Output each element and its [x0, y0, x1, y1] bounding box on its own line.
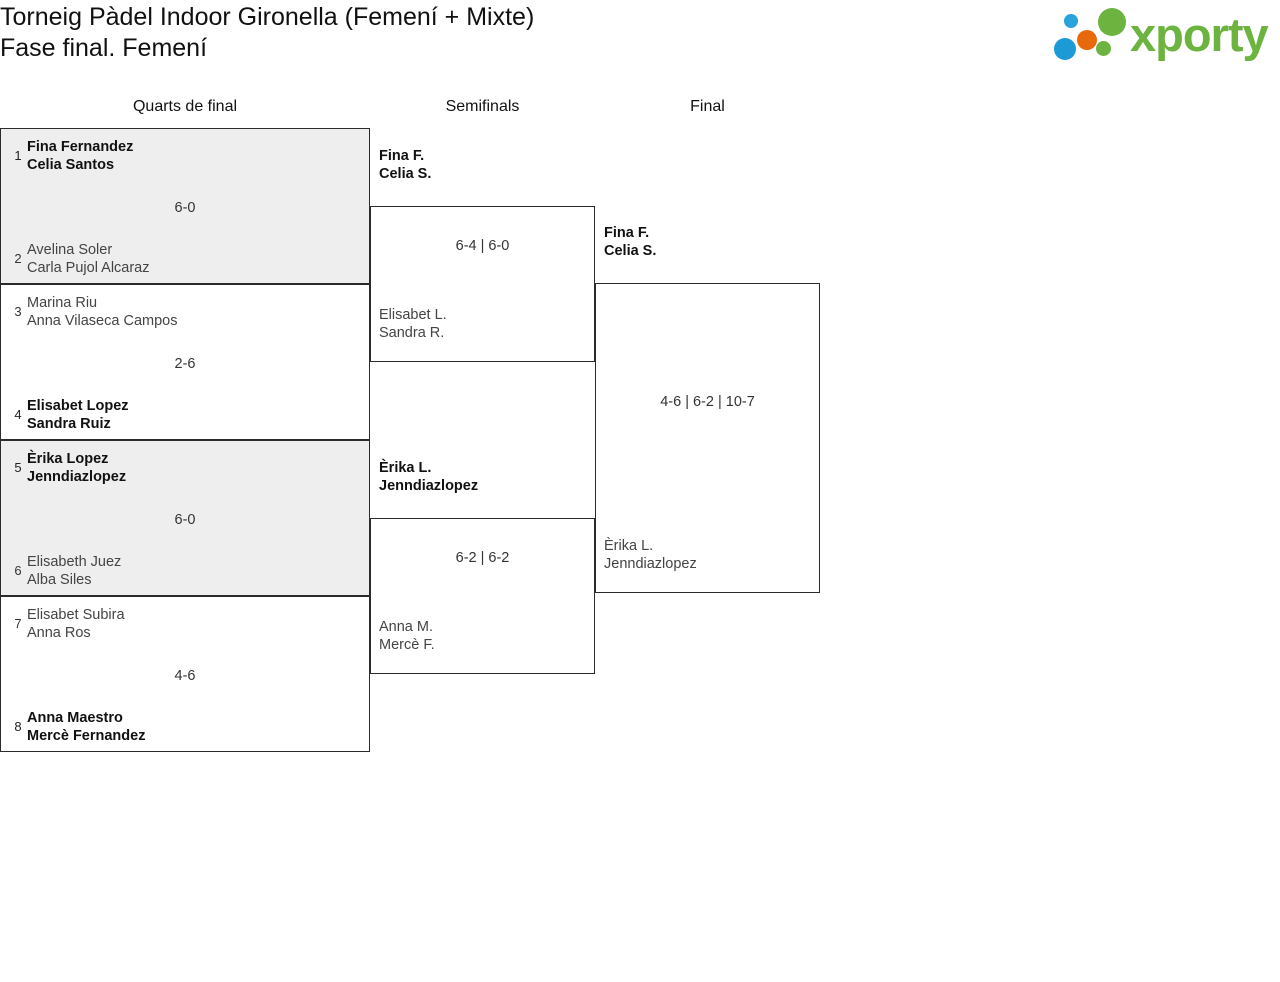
- player-name-2: Celia S.: [379, 166, 432, 182]
- team-names: Elisabet Subira Anna Ros: [27, 606, 125, 642]
- seed-number: 3: [14, 304, 22, 319]
- seed-number: 4: [14, 407, 22, 422]
- match-team-bottom[interactable]: 2 Avelina Soler Carla Pujol Alcaraz: [1, 241, 369, 277]
- player-name-2: Sandra R.: [379, 325, 445, 341]
- team-names: Èrika L. Jenndiazlopez: [604, 537, 697, 573]
- round-heading-quarterfinals: Quarts de final: [132, 98, 238, 115]
- player-name-1: Anna Maestro: [27, 710, 123, 726]
- match-team-top[interactable]: Fina F. Celia S.: [596, 224, 819, 260]
- match-semifinal-1[interactable]: Fina F. Celia S. 6-4 | 6-0 Elisabet L. S…: [370, 148, 595, 362]
- team-names: Fina F. Celia S.: [379, 147, 431, 183]
- team-names: Fina F. Celia S.: [604, 224, 656, 260]
- dot-blue-small-icon: [1064, 14, 1078, 28]
- match-team-top[interactable]: 1 Fina Fernandez Celia Santos: [1, 138, 369, 174]
- team-names: Fina Fernandez Celia Santos: [27, 138, 133, 174]
- team-names: Anna M. Mercè F.: [379, 618, 435, 654]
- seed-number: 6: [14, 563, 22, 578]
- player-name-1: Elisabet Subira: [27, 607, 125, 623]
- match-score: 6-4 | 6-0: [455, 238, 510, 254]
- match-score: 6-0: [174, 200, 196, 216]
- seed-number: 1: [14, 148, 22, 163]
- match-score: 4-6: [174, 668, 196, 684]
- team-names: Èrika L. Jenndiazlopez: [379, 459, 478, 495]
- player-name-1: Fina F.: [604, 225, 650, 241]
- player-name-1: Èrika L.: [379, 460, 432, 476]
- match-quarterfinal-2[interactable]: 3 Marina Riu Anna Vilaseca Campos 2-6 4 …: [0, 284, 370, 440]
- player-name-2: Celia S.: [604, 243, 657, 259]
- match-team-bottom[interactable]: Elisabet L. Sandra R.: [371, 306, 594, 342]
- match-score: 4-6 | 6-2 | 10-7: [660, 394, 755, 410]
- team-names: Elisabet Lopez Sandra Ruiz: [27, 397, 129, 433]
- tournament-title-line-2: Fase final. Femení: [0, 34, 208, 62]
- dot-orange-icon: [1077, 30, 1097, 50]
- player-name-1: Elisabet L.: [379, 307, 447, 323]
- team-names: Marina Riu Anna Vilaseca Campos: [27, 294, 177, 330]
- match-quarterfinal-4[interactable]: 7 Elisabet Subira Anna Ros 4-6 8 Anna Ma…: [0, 596, 370, 752]
- page-header: Torneig Pàdel Indoor Gironella (Femení +…: [0, 0, 1280, 90]
- match-final[interactable]: Fina F. Celia S. 4-6 | 6-2 | 10-7 Èrika …: [595, 225, 820, 593]
- player-name-2: Carla Pujol Alcaraz: [27, 260, 150, 276]
- match-team-top[interactable]: 7 Elisabet Subira Anna Ros: [1, 606, 369, 642]
- player-name-1: Avelina Soler: [27, 242, 113, 258]
- player-name-2: Celia Santos: [27, 157, 115, 173]
- team-names: Avelina Soler Carla Pujol Alcaraz: [27, 241, 150, 277]
- match-semifinal-2[interactable]: Èrika L. Jenndiazlopez 6-2 | 6-2 Anna M.…: [370, 460, 595, 674]
- player-name-1: Fina F.: [379, 148, 425, 164]
- match-team-top[interactable]: 3 Marina Riu Anna Vilaseca Campos: [1, 294, 369, 330]
- player-name-1: Èrika L.: [604, 538, 654, 554]
- player-name-2: Jenndiazlopez: [604, 556, 697, 572]
- match-team-top[interactable]: Èrika L. Jenndiazlopez: [371, 459, 594, 495]
- team-names: Èrika Lopez Jenndiazlopez: [27, 450, 126, 486]
- match-team-bottom[interactable]: 8 Anna Maestro Mercè Fernandez: [1, 709, 369, 745]
- player-name-2: Anna Vilaseca Campos: [27, 313, 178, 329]
- round-heading-semifinals: Semifinals: [445, 98, 520, 115]
- player-name-2: Alba Siles: [27, 572, 92, 588]
- team-names: Elisabeth Juez Alba Siles: [27, 553, 121, 589]
- match-team-bottom[interactable]: Èrika L. Jenndiazlopez: [596, 537, 819, 573]
- tournament-title-line-1: Torneig Pàdel Indoor Gironella (Femení +…: [0, 3, 535, 31]
- logo-wordmark: xporty: [1130, 8, 1269, 61]
- player-name-1: Anna M.: [379, 619, 433, 635]
- match-team-top[interactable]: Fina F. Celia S.: [371, 147, 594, 183]
- match-quarterfinal-1[interactable]: 1 Fina Fernandez Celia Santos 6-0 2 Avel…: [0, 128, 370, 284]
- seed-number: 2: [14, 251, 22, 266]
- tournament-title: Torneig Pàdel Indoor Gironella (Femení +…: [0, 2, 900, 64]
- player-name-2: Sandra Ruiz: [27, 416, 111, 432]
- team-names: Anna Maestro Mercè Fernandez: [27, 709, 145, 745]
- logo-dots-icon: [1052, 8, 1130, 62]
- xporty-logo[interactable]: xporty: [1046, 6, 1274, 64]
- player-name-2: Mercè F.: [379, 637, 435, 653]
- player-name-1: Fina Fernandez: [27, 139, 134, 155]
- round-heading-final: Final: [690, 98, 725, 115]
- dot-green-small-icon: [1096, 41, 1111, 56]
- player-name-1: Elisabeth Juez: [27, 554, 122, 570]
- player-name-2: Anna Ros: [27, 625, 91, 641]
- player-name-2: Jenndiazlopez: [379, 478, 479, 494]
- team-names: Elisabet L. Sandra R.: [379, 306, 447, 342]
- match-team-bottom[interactable]: 4 Elisabet Lopez Sandra Ruiz: [1, 397, 369, 433]
- player-name-1: Elisabet Lopez: [27, 398, 129, 414]
- match-quarterfinal-3[interactable]: 5 Èrika Lopez Jenndiazlopez 6-0 6 Elisab…: [0, 440, 370, 596]
- dot-green-large-icon: [1098, 8, 1126, 36]
- match-team-bottom[interactable]: Anna M. Mercè F.: [371, 618, 594, 654]
- match-team-bottom[interactable]: 6 Elisabeth Juez Alba Siles: [1, 553, 369, 589]
- match-score: 6-0: [174, 512, 196, 528]
- seed-number: 5: [14, 460, 22, 475]
- match-score: 6-2 | 6-2: [455, 550, 510, 566]
- player-name-2: Mercè Fernandez: [27, 728, 146, 744]
- player-name-2: Jenndiazlopez: [27, 469, 127, 485]
- match-team-top[interactable]: 5 Èrika Lopez Jenndiazlopez: [1, 450, 369, 486]
- player-name-1: Èrika Lopez: [27, 451, 109, 467]
- player-name-1: Marina Riu: [27, 295, 98, 311]
- seed-number: 7: [14, 616, 22, 631]
- seed-number: 8: [14, 719, 22, 734]
- match-score: 2-6: [174, 356, 196, 372]
- dot-blue-large-icon: [1054, 38, 1076, 60]
